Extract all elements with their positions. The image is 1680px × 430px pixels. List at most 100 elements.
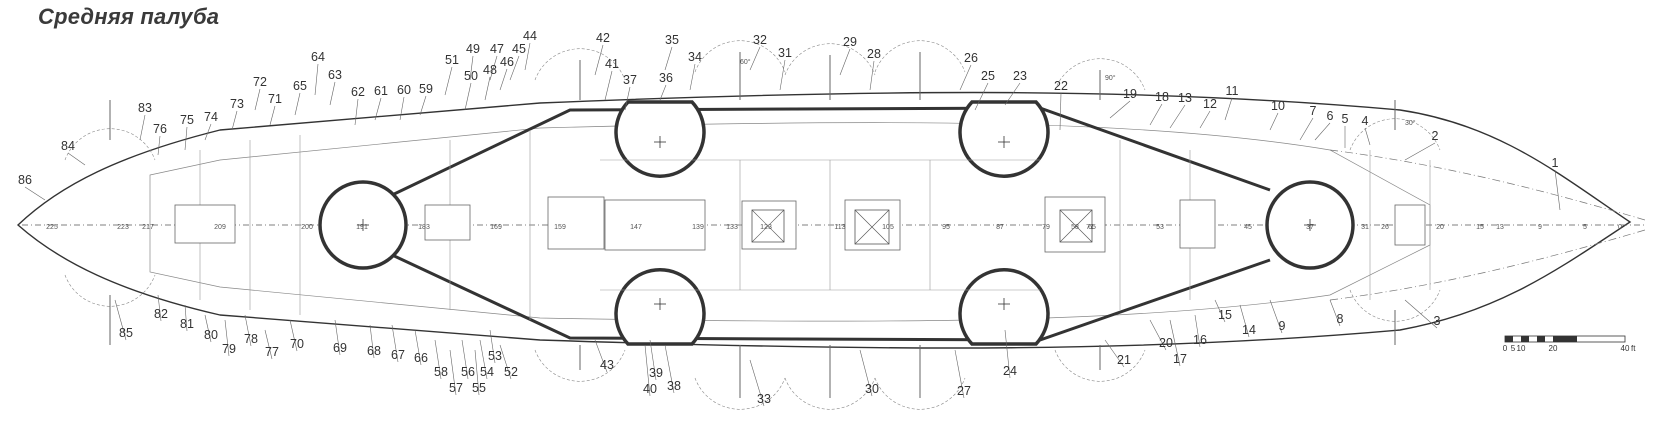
deck-compartment xyxy=(1394,204,1426,246)
callout-number: 39 xyxy=(649,366,663,380)
callout-number: 42 xyxy=(596,31,610,45)
callout-number: 73 xyxy=(230,97,244,111)
callout-leader xyxy=(1169,104,1186,129)
callout-number: 11 xyxy=(1226,84,1239,98)
callout-number: 23 xyxy=(1013,69,1027,83)
callout-leader xyxy=(329,81,336,106)
callout-number: 19 xyxy=(1123,87,1137,101)
callout-leader xyxy=(269,105,276,126)
callout-number: 80 xyxy=(204,328,218,342)
callout-leader xyxy=(749,359,765,407)
callout-number: 34 xyxy=(688,50,702,64)
firing-arc xyxy=(534,349,626,382)
frame-number: 45 xyxy=(1244,224,1252,231)
callout-leader xyxy=(1299,117,1314,141)
callout-leader xyxy=(749,46,761,71)
firing-arc xyxy=(694,377,786,410)
callout-number: 43 xyxy=(600,358,614,372)
callout-leader xyxy=(499,344,512,380)
callout-leader xyxy=(1329,299,1341,327)
callout-leader xyxy=(391,324,399,363)
hatch-diag xyxy=(751,209,785,243)
callout-leader xyxy=(649,339,657,381)
callout-leader xyxy=(594,44,604,76)
lower-edge-line xyxy=(1329,229,1646,301)
callout-leader xyxy=(1149,103,1163,126)
callout-leader xyxy=(374,97,382,121)
callout-number: 8 xyxy=(1337,312,1344,326)
callout-leader xyxy=(449,349,457,396)
frame-number: 15 xyxy=(1476,224,1484,231)
callout-leader xyxy=(67,152,86,166)
callout-leader xyxy=(524,42,531,71)
callout-number: 26 xyxy=(964,51,978,65)
callout-number: 24 xyxy=(1003,364,1017,378)
upper-edge-line xyxy=(1329,149,1646,221)
callout-leader xyxy=(1314,122,1331,141)
callout-number: 83 xyxy=(138,101,152,115)
frame-number: 169 xyxy=(490,224,502,231)
callout-number: 50 xyxy=(464,69,478,83)
callout-leader xyxy=(157,294,162,322)
callout-number: 57 xyxy=(449,381,463,395)
firing-arc xyxy=(874,40,966,73)
frame-number: 26 xyxy=(1381,224,1389,231)
callout-leader xyxy=(1269,299,1283,334)
hatch xyxy=(1059,209,1093,243)
callout-number: 58 xyxy=(434,365,448,379)
frame-number: 147 xyxy=(630,224,642,231)
callout-leader xyxy=(484,76,491,101)
callout-leader xyxy=(1149,319,1167,351)
callout-number: 36 xyxy=(659,71,673,85)
scale-tick: 20 xyxy=(1549,344,1558,353)
callout-leader xyxy=(859,349,873,397)
firing-arc xyxy=(1054,349,1146,382)
callout-number: 86 xyxy=(18,173,32,187)
callout-number: 59 xyxy=(419,82,433,96)
hatch xyxy=(751,209,785,243)
callout-number: 60 xyxy=(397,83,411,97)
callout-leader xyxy=(354,98,359,126)
callout-leader xyxy=(489,55,498,81)
frame-number: 183 xyxy=(418,224,430,231)
frame-number: 105 xyxy=(882,224,894,231)
callout-number: 79 xyxy=(222,342,236,356)
callout-number: 44 xyxy=(523,29,537,43)
callout-leader xyxy=(1239,304,1250,338)
callout-number: 67 xyxy=(391,348,405,362)
callout-leader xyxy=(1194,314,1201,348)
scale-tick: 0 xyxy=(1503,344,1508,353)
scale-segment xyxy=(1537,336,1545,342)
callout-number: 74 xyxy=(204,110,218,124)
callout-number: 28 xyxy=(867,47,881,61)
firing-arc xyxy=(1349,118,1441,151)
frame-number: 65 xyxy=(1088,224,1096,231)
page-title: Средняя палуба xyxy=(38,4,220,29)
frame-number: 71 xyxy=(1086,224,1094,231)
frame-number: 139 xyxy=(692,224,704,231)
callout-leader xyxy=(954,349,965,399)
callout-number: 41 xyxy=(605,57,619,71)
callout-number: 47 xyxy=(490,42,504,56)
callout-leader xyxy=(314,63,319,96)
callout-leader xyxy=(474,349,480,396)
callout-number: 12 xyxy=(1203,97,1217,111)
callout-number: 72 xyxy=(253,75,267,89)
callout-number: 61 xyxy=(374,84,388,98)
callout-number: 5 xyxy=(1342,112,1349,126)
frame-number: 9 xyxy=(1538,224,1542,231)
callout-number: 75 xyxy=(180,113,194,127)
scale-segment xyxy=(1521,336,1529,342)
callout-leader xyxy=(264,329,273,360)
frame-number: 159 xyxy=(554,224,566,231)
callout-number: 64 xyxy=(311,50,325,64)
callout-number: 53 xyxy=(488,349,502,363)
callout-leader xyxy=(959,64,972,91)
deck-compartment xyxy=(174,204,236,244)
callout-leader xyxy=(689,63,696,91)
frame-number: 200 xyxy=(301,224,313,231)
frame-number: 37 xyxy=(1306,224,1314,231)
frame-number: 217 xyxy=(142,224,154,231)
hatch-diag xyxy=(854,209,890,245)
